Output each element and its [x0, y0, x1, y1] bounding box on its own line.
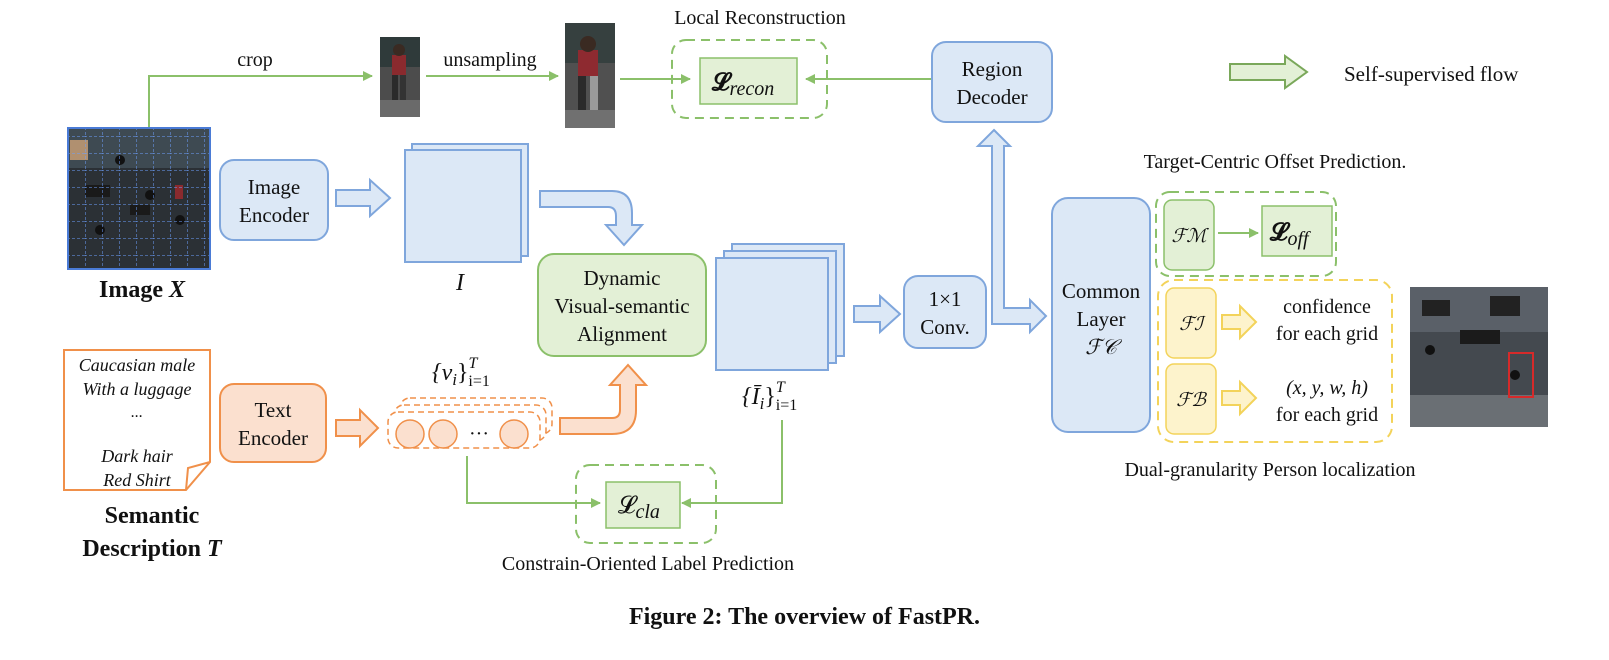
conv-label-2: Conv. [920, 315, 969, 339]
conv-box [903, 275, 987, 349]
encoder-to-feature-arrow [335, 177, 392, 219]
feature-to-alignment-arrow [539, 190, 645, 247]
cla-loss-label: 𝓛cla [618, 493, 660, 523]
self-supervised-flow-legend-arrow [1229, 54, 1309, 90]
features-to-conv-arrow [853, 293, 902, 335]
aligned-feature-stack [715, 243, 845, 371]
dual-granularity-title: Dual-granularity Person localization [1124, 459, 1415, 481]
offset-loss-label: 𝓛off [1269, 220, 1311, 250]
fi-to-output-arrow [1221, 303, 1258, 341]
common-layer-label-2: Layer [1077, 307, 1126, 331]
local-reconstruction-title: Local Reconstruction [674, 7, 846, 29]
self-supervised-flow-legend-label: Self-supervised flow [1344, 62, 1519, 86]
cla-group [575, 464, 717, 544]
semantic-description-note [63, 349, 211, 491]
text-feature-tokens [387, 397, 553, 449]
semantic-line-4: Dark hair [100, 446, 173, 466]
alignment-label-1: Dynamic [584, 266, 661, 290]
fastpr-diagram: crop unsampling Local Reconstruction 𝓛re… [63, 7, 1548, 575]
image-x-title: Image X [99, 277, 186, 303]
crop-arrow [148, 71, 373, 128]
region-decoder-box [931, 41, 1053, 123]
offset-prediction-group [1155, 191, 1337, 277]
conv-label-1: 1×1 [929, 287, 962, 311]
upsampled-person-image [565, 23, 615, 128]
fb-head-label: ℱℬ [1176, 390, 1208, 411]
text-token-dots: ··· [469, 423, 489, 445]
dual-granularity-group [1157, 279, 1393, 443]
image-encoder-box [219, 159, 329, 241]
region-decoder-label-1: Region [962, 57, 1023, 81]
semantic-line-2: With a luggage [83, 379, 192, 399]
semantic-line-5: Red Shirt [102, 470, 171, 490]
semantic-title-line-2: Description T [82, 536, 223, 562]
recon-loss-label: 𝓛recon [711, 70, 774, 100]
semantic-line-1: Caucasian male [79, 355, 196, 375]
upsampling-label: unsampling [443, 49, 536, 71]
cla-caption: Constrain-Oriented Label Prediction [502, 553, 794, 575]
decoder-common-layer-arrow [975, 128, 1048, 335]
fb-output-label-1: (x, y, w, h) [1286, 377, 1368, 399]
cropped-person-image [380, 37, 420, 117]
offset-prediction-title: Target-Centric Offset Prediction. [1144, 151, 1407, 173]
fi-head-box [1165, 287, 1217, 359]
feature-map-i [404, 143, 529, 263]
recon-loss-box [699, 57, 798, 105]
crop-label: crop [237, 49, 273, 71]
fi-head-label: ℱℐ [1179, 314, 1206, 335]
semantic-line-3: ... [131, 404, 143, 421]
fb-output-label-2: for each grid [1276, 404, 1378, 426]
tokens-to-alignment-arrow [559, 363, 649, 435]
region-decoder-label-2: Decoder [956, 85, 1027, 109]
text-encoder-box [219, 383, 327, 463]
semantic-title-line-1: Semantic [105, 503, 200, 529]
feature-i-label: I [455, 270, 465, 296]
tokens-to-cla-arrow [466, 456, 601, 508]
text-encoder-label-2: Encoder [238, 426, 308, 450]
text-encoder-to-tokens-arrow [335, 407, 380, 449]
text-encoder-label-1: Text [254, 398, 291, 422]
common-layer-label-1: Common [1062, 279, 1141, 303]
image-encoder-label-2: Encoder [239, 203, 309, 227]
fi-output-label-1: confidence [1283, 296, 1371, 318]
fb-head-box [1165, 363, 1217, 435]
fb-to-output-arrow [1221, 379, 1258, 417]
figure-caption: Figure 2: The overview of FastPR. [628, 604, 981, 630]
offset-loss-box [1261, 205, 1333, 257]
output-localized-image [1410, 287, 1548, 427]
alignment-label-2: Visual-semantic [554, 294, 689, 318]
fm-head-box [1163, 199, 1215, 271]
common-layer-label-3: ℱ𝒞 [1085, 335, 1123, 359]
alignment-label-3: Alignment [577, 322, 667, 346]
cla-loss-box [605, 481, 681, 529]
common-layer-box [1051, 197, 1151, 433]
alignment-box [537, 253, 707, 357]
fi-output-label-2: for each grid [1276, 323, 1378, 345]
features-to-cla-arrow [681, 420, 783, 508]
input-image-x [67, 127, 211, 270]
fm-head-label: ℱℳ [1171, 226, 1209, 247]
image-encoder-label-1: Image [248, 175, 300, 199]
